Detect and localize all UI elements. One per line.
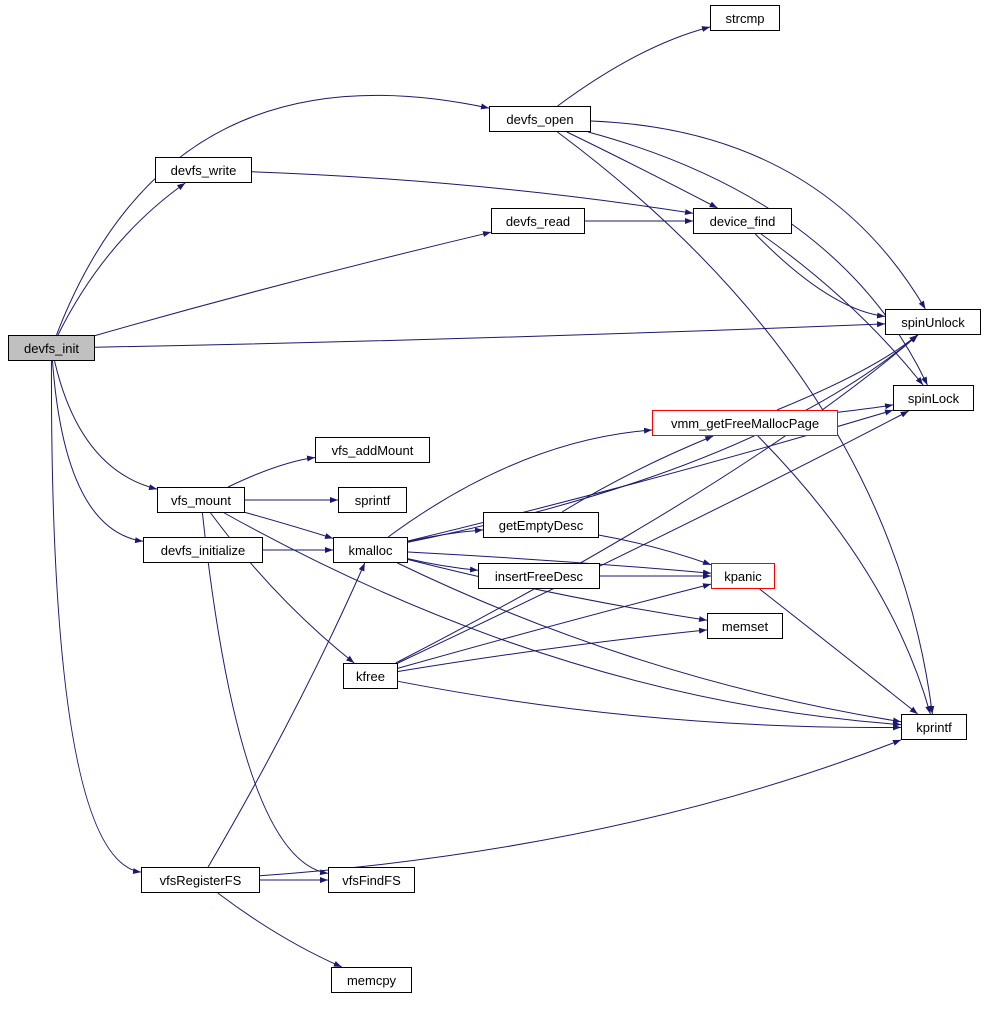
node-memcpy[interactable]: memcpy <box>331 967 412 993</box>
edge-devfs_init-to-vfs_mount <box>54 360 158 491</box>
edge-vfs_mount-to-kmalloc <box>244 511 334 539</box>
node-memset[interactable]: memset <box>707 613 783 639</box>
edge-kmalloc-to-kprintf <box>397 562 902 724</box>
node-spinLock[interactable]: spinLock <box>893 385 974 411</box>
edge-device_find-to-spinLock <box>760 233 924 386</box>
edge-kfree-to-kprintf <box>397 680 902 731</box>
node-kmalloc[interactable]: kmalloc <box>333 537 408 563</box>
node-device_find[interactable]: device_find <box>693 208 792 234</box>
edge-vfs_mount-to-kprintf <box>224 512 902 728</box>
edge-kfree-to-spinLock <box>397 410 909 664</box>
edge-kmalloc-to-vmm_getFreeMallocPage <box>387 427 653 538</box>
edge-vfsRegisterFS-to-kmalloc <box>207 562 366 868</box>
edge-vmm_getFreeMallocPage-to-kprintf <box>757 435 932 715</box>
node-devfs_read[interactable]: devfs_read <box>491 208 585 234</box>
node-vfsFindFS[interactable]: vfsFindFS <box>328 867 415 893</box>
edge-devfs_init-to-spinUnlock <box>94 321 886 348</box>
edge-devfs_open-to-device_find <box>566 131 718 209</box>
edge-devfs_open-to-spinUnlock <box>590 120 926 310</box>
node-vmm_getFreeMallocPage[interactable]: vmm_getFreeMallocPage <box>652 410 838 436</box>
edge-kmalloc-to-kpanic <box>407 551 712 576</box>
edge-kmalloc-to-insertFreeDesc <box>407 558 479 573</box>
edge-devfs_open-to-strcmp <box>557 26 711 107</box>
node-kfree[interactable]: kfree <box>343 663 398 689</box>
node-devfs_init: devfs_init <box>8 335 95 361</box>
node-kpanic[interactable]: kpanic <box>711 563 775 589</box>
node-kprintf[interactable]: kprintf <box>901 714 967 740</box>
node-devfs_write[interactable]: devfs_write <box>155 157 252 183</box>
node-devfs_open[interactable]: devfs_open <box>489 106 591 132</box>
edge-devfs_write-to-device_find <box>251 171 694 215</box>
edge-vfs_mount-to-kfree <box>210 512 355 664</box>
edge-devfs_init-to-devfs_read <box>94 231 492 337</box>
edge-kmalloc-to-memset <box>407 559 708 623</box>
edge-getEmptyDesc-to-kpanic <box>598 534 712 566</box>
edge-devfs_init-to-vfsRegisterFS <box>50 360 142 874</box>
edge-devfs_open-to-kprintf <box>557 131 935 715</box>
node-insertFreeDesc[interactable]: insertFreeDesc <box>478 563 600 589</box>
edge-vfs_mount-to-vfsFindFS <box>201 512 329 876</box>
node-spinUnlock[interactable]: spinUnlock <box>885 309 981 335</box>
edge-device_find-to-spinUnlock <box>754 233 886 319</box>
node-vfs_mount[interactable]: vfs_mount <box>157 487 245 513</box>
edge-getEmptyDesc-to-vmm_getFreeMallocPage <box>561 435 714 513</box>
edge-vmm_getFreeMallocPage-to-spinLock <box>837 403 894 413</box>
edge-vfsRegisterFS-to-kprintf <box>259 739 902 877</box>
edge-vmm_getFreeMallocPage-to-spinUnlock <box>776 334 918 411</box>
edge-kfree-to-memset <box>397 627 708 672</box>
node-strcmp[interactable]: strcmp <box>710 5 780 31</box>
edge-kpanic-to-kprintf <box>759 588 919 715</box>
edge-devfs_init-to-devfs_initialize <box>51 360 144 544</box>
edge-devfs_init-to-devfs_open <box>56 94 490 336</box>
node-getEmptyDesc[interactable]: getEmptyDesc <box>483 512 599 538</box>
edge-vfsRegisterFS-to-memcpy <box>217 892 342 968</box>
node-devfs_initialize[interactable]: devfs_initialize <box>143 537 263 563</box>
node-vfs_addMount[interactable]: vfs_addMount <box>315 437 430 463</box>
edge-vfs_mount-to-vfs_addMount <box>227 455 316 488</box>
node-vfsRegisterFS[interactable]: vfsRegisterFS <box>141 867 260 893</box>
edge-devfs_open-to-spinLock <box>588 131 928 386</box>
edge-kfree-to-kpanic <box>397 583 712 669</box>
edge-devfs_init-to-devfs_write <box>57 182 186 336</box>
node-sprintf[interactable]: sprintf <box>338 487 407 513</box>
edge-kfree-to-spinUnlock <box>395 334 919 664</box>
